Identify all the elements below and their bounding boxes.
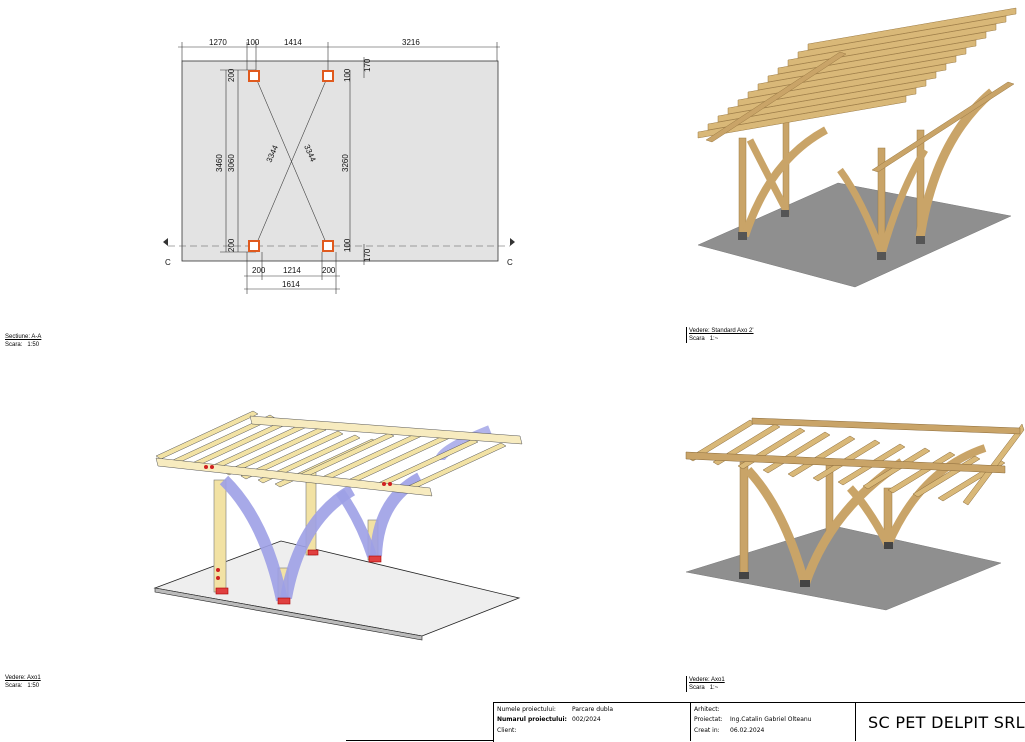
project-name-label: Numele proiectului: xyxy=(497,706,556,713)
designed-by: Ing.Catalin Gabriel Olteanu xyxy=(730,716,812,723)
view-name: Vedere: Axo1 xyxy=(5,675,41,681)
post-top-right xyxy=(322,70,334,82)
section-mark-left: C xyxy=(165,258,171,267)
view-name: Vedere: Standard Axo 2' xyxy=(689,328,754,334)
dim-200-bottom-left: 200 xyxy=(252,266,266,275)
dim-1270: 1270 xyxy=(209,38,227,47)
view-label-axo1-right: Vedere: Axo1 Scara 1:~ xyxy=(686,676,725,692)
post-bottom-right xyxy=(322,240,334,252)
dim-3260: 3260 xyxy=(341,154,350,172)
dim-200-bottom-right: 200 xyxy=(322,266,336,275)
project-name: Parcare dubla xyxy=(572,706,614,713)
dim-100-small-br: 100 xyxy=(343,238,352,252)
dim-200-small-bl: 200 xyxy=(227,238,236,252)
client-label: Client: xyxy=(497,727,517,734)
dim-100-top: 100 xyxy=(246,38,260,47)
company-name: SC PET DELPIT SRL xyxy=(868,713,1025,732)
view-label-standard-axo: Vedere: Standard Axo 2' Scara 1:~ xyxy=(686,327,754,343)
section-mark-right: C xyxy=(507,258,513,267)
dim-1414: 1414 xyxy=(284,38,302,47)
dim-3060: 3060 xyxy=(227,154,236,172)
dim-3460: 3460 xyxy=(215,154,224,172)
project-number: 002/2024 xyxy=(572,716,601,723)
created-date: 06.02.2024 xyxy=(730,727,765,734)
post-bottom-left xyxy=(248,240,260,252)
dim-1214: 1214 xyxy=(283,266,301,275)
view-name: Sectiune: A-A xyxy=(5,334,42,340)
top-dimension-line xyxy=(178,42,500,70)
dim-170-small-br: 170 xyxy=(363,248,372,262)
project-number-label: Numarul proiectului: xyxy=(497,716,567,723)
dim-200-small-tl: 200 xyxy=(227,68,236,82)
dim-3216: 3216 xyxy=(402,38,420,47)
created-label: Creat in: xyxy=(694,727,720,734)
view-label-section: Sectiune: A-A Scara: 1:50 xyxy=(5,334,42,348)
architect-label: Arhitect: xyxy=(694,706,720,713)
dim-1614: 1614 xyxy=(282,280,300,289)
plan-slab xyxy=(181,60,499,262)
dim-170-small-tr: 170 xyxy=(363,58,372,72)
post-top-left xyxy=(248,70,260,82)
dim-100-small-tr: 100 xyxy=(343,68,352,82)
designed-label: Proiectat: xyxy=(694,716,723,723)
view-name: Vedere: Axo1 xyxy=(689,677,725,683)
view-label-axo1-left: Vedere: Axo1 Scara: 1:50 xyxy=(5,675,41,689)
